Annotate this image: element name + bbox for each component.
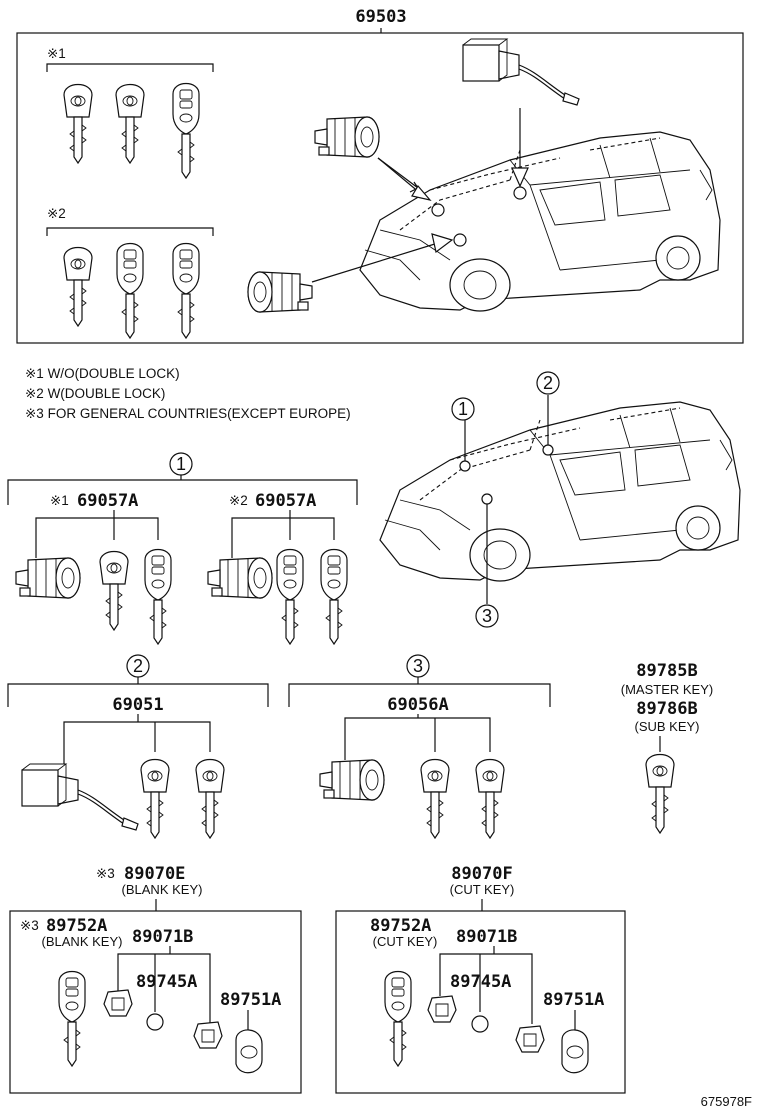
car-illustration (379, 401, 741, 582)
master-key-label: (MASTER KEY) (621, 682, 713, 697)
key-icon (99, 550, 129, 631)
key-icon (115, 83, 145, 164)
section1-a-mark: ※1 (50, 493, 69, 508)
cut-key-part: 89752A (370, 916, 431, 936)
remote-key-icon (320, 548, 348, 645)
section2-part: 69051 (112, 695, 163, 715)
transponder-icon (193, 1021, 223, 1049)
key-icon (420, 758, 450, 839)
blank-set-mark: ※3 (96, 866, 115, 881)
blank-key-mark: ※3 (20, 918, 39, 933)
cut-sub2-part: 89745A (450, 972, 511, 992)
key-case-icon (561, 1029, 589, 1074)
transponder-icon (427, 995, 457, 1023)
callout-2: 2 (543, 373, 553, 393)
key-icon (475, 758, 505, 839)
section1-b-part: 69057A (255, 491, 316, 511)
lock-cylinder-icon (15, 557, 81, 599)
blank-sub1-part: 89071B (132, 927, 193, 947)
section1-a-part: 69057A (77, 491, 138, 511)
lock-cylinder-icon (247, 271, 313, 313)
battery-icon (146, 1013, 164, 1031)
key-icon (140, 758, 170, 839)
cut-set-label: (CUT KEY) (450, 882, 515, 897)
remote-key-icon (172, 242, 200, 339)
assembly-box (16, 32, 744, 344)
group2-mark: ※2 (47, 206, 66, 221)
group1-mark: ※1 (47, 46, 66, 61)
transponder-icon (103, 989, 133, 1017)
blank-set-label: (BLANK KEY) (122, 882, 203, 897)
remote-key-icon (172, 82, 200, 179)
key-icon (195, 758, 225, 839)
sub-key-part: 89786B (636, 699, 697, 719)
blank-key-label: (BLANK KEY) (42, 934, 123, 949)
key-icon (63, 246, 93, 327)
blank-sub3-part: 89751A (220, 990, 281, 1010)
blank-sub2-part: 89745A (136, 972, 197, 992)
car-illustration (359, 131, 721, 312)
cut-key-label: (CUT KEY) (373, 934, 438, 949)
cut-sub3-part: 89751A (543, 990, 604, 1010)
section1-callout: 1 (176, 454, 186, 474)
note-2: ※2 W(DOUBLE LOCK) (25, 386, 165, 401)
section2-callout: 2 (133, 656, 143, 676)
lock-cylinder-icon (314, 116, 380, 158)
key-icon (645, 753, 675, 834)
remote-key-icon (276, 548, 304, 645)
sub-key-label: (SUB KEY) (634, 719, 699, 734)
lock-cylinder-icon (207, 557, 273, 599)
callout-3: 3 (482, 606, 492, 626)
cut-set-box (335, 910, 626, 1094)
callout-1: 1 (458, 399, 468, 419)
blank-key-part: 89752A (46, 916, 107, 936)
remote-key-icon (58, 970, 86, 1067)
remote-key-icon (116, 242, 144, 339)
cut-set-part: 89070F (451, 864, 512, 884)
note-1: ※1 W/O(DOUBLE LOCK) (25, 366, 180, 381)
remote-key-icon (144, 548, 172, 645)
blank-set-box (9, 910, 302, 1094)
diagram-code: 675978F (701, 1094, 752, 1109)
section1-b-mark: ※2 (229, 493, 248, 508)
door-lock-actuator-icon (462, 38, 580, 106)
master-key-part: 89785B (636, 661, 697, 681)
blank-set-part: 89070E (124, 864, 185, 884)
battery-icon (471, 1015, 489, 1033)
transponder-icon (515, 1025, 545, 1053)
assembly-part-number: 69503 (355, 7, 406, 27)
section3-part: 69056A (387, 695, 448, 715)
remote-key-icon (384, 970, 412, 1067)
key-case-icon (235, 1029, 263, 1074)
lock-cylinder-icon (319, 759, 385, 801)
door-lock-actuator-icon (21, 763, 139, 831)
note-3: ※3 FOR GENERAL COUNTRIES(EXCEPT EUROPE) (25, 406, 351, 421)
section3-callout: 3 (413, 656, 423, 676)
key-icon (63, 83, 93, 164)
cut-sub1-part: 89071B (456, 927, 517, 947)
